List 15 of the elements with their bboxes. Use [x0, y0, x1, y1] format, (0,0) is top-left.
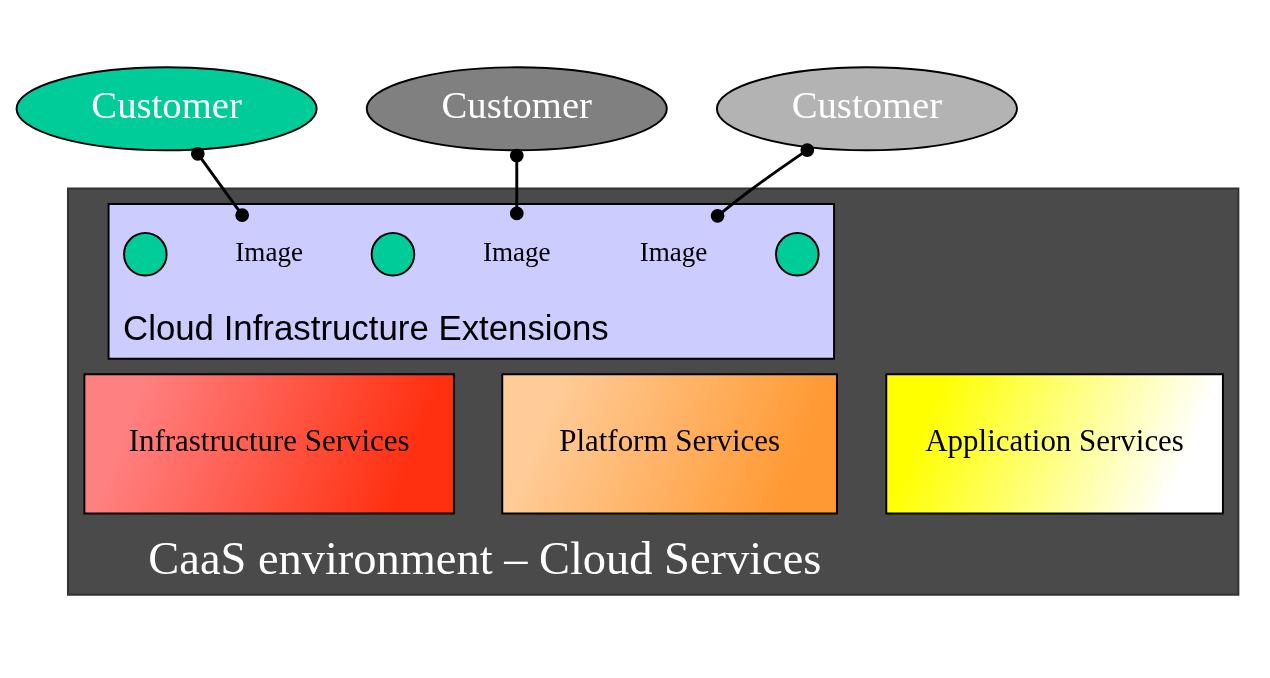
node-ellipse: Customer: [15, 66, 318, 152]
node-box: Infrastructure Services: [83, 373, 455, 515]
node-circle: [370, 232, 416, 277]
node-circle: [775, 232, 820, 277]
node-text: Image: [235, 237, 303, 268]
node-ellipse: Customer: [365, 66, 668, 152]
node-box: Platform Services: [501, 373, 838, 515]
node-text: Image: [482, 237, 551, 268]
connector: [710, 143, 815, 223]
node-ellipse: Customer: [715, 66, 1018, 152]
connector: [190, 146, 249, 222]
node-text: Image: [639, 237, 708, 268]
node-circle: [123, 232, 168, 277]
node-box: Application Services: [885, 373, 1224, 515]
connector: [509, 148, 524, 221]
